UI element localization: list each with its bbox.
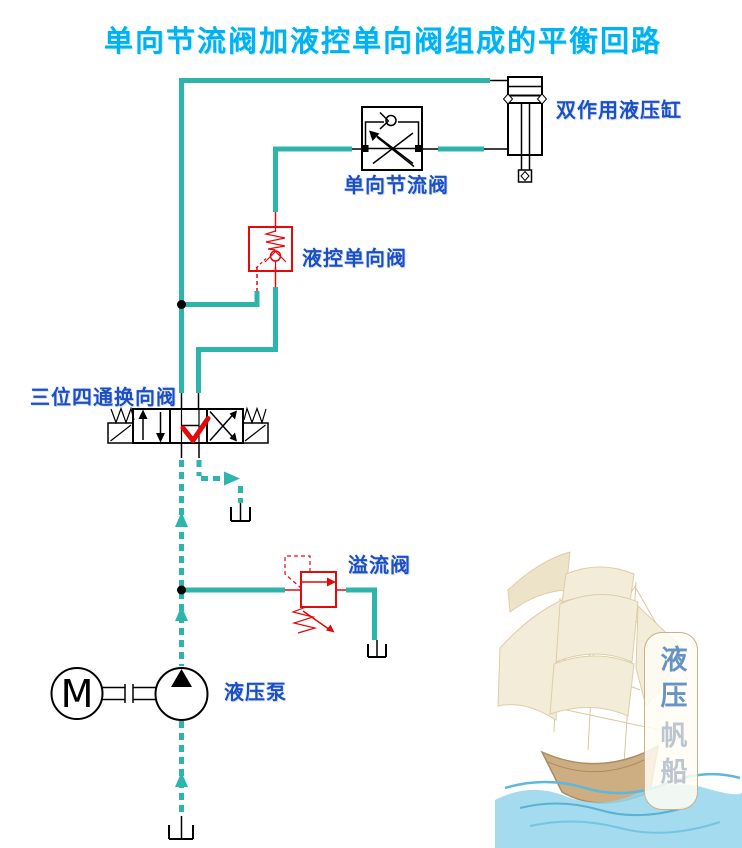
solenoid-box: [242, 422, 269, 444]
pipe-network-solid: [179, 78, 490, 640]
watermark-text-primary: 液压: [655, 645, 687, 717]
solenoid-box: [107, 422, 134, 444]
coupling-icon: [102, 684, 156, 703]
throttle-valve-symbol: [361, 106, 423, 171]
flow-arrow-icon: [327, 577, 336, 587]
pump-circle: [154, 667, 209, 721]
label-throttle-valve: 单向节流阀: [344, 173, 449, 197]
label-directional-valve: 三位四通换向阀: [30, 385, 177, 409]
ship-watermark: [495, 551, 742, 848]
check-ball-icon: [269, 250, 282, 262]
up-arrow-icon: [175, 606, 188, 621]
label-cylinder: 双作用液压缸: [556, 98, 682, 122]
checkmark-annotation: [180, 416, 211, 443]
flow-direction-arrows: [175, 471, 240, 787]
tank-symbols: [168, 503, 387, 840]
port-diamond-icon: [502, 93, 514, 105]
spring-icon: [110, 406, 135, 425]
check-ball-icon: [385, 114, 397, 127]
motor-letter: M: [61, 672, 94, 716]
pipe-stubs-black: [180, 79, 508, 458]
spring-icon: [243, 406, 267, 425]
up-arrow-icon: [175, 772, 188, 787]
tank-symbol: [230, 503, 251, 522]
label-pump: 液压泵: [224, 680, 287, 704]
ship-hull-stripe: [547, 755, 653, 773]
spring-icon: [263, 230, 286, 251]
throttle-arrow-icon: [369, 130, 380, 141]
pilot-line: [284, 555, 311, 589]
pump-triangle-icon: [171, 669, 192, 687]
pilot-check-valve-symbol: [248, 212, 293, 291]
port-diamond-icon: [536, 93, 548, 105]
watermark-text-secondary: 帆船: [655, 721, 687, 793]
spring-icon: [291, 606, 318, 634]
right-arrow-icon: [224, 471, 240, 486]
tank-symbol: [367, 640, 387, 658]
directional-valve-symbol: [107, 406, 269, 444]
pump-motor-assembly: M: [50, 667, 209, 721]
diagram-title: 单向节流阀加液控单向阀组成的平衡回路: [104, 24, 663, 58]
rod-end-diamond-icon: [520, 170, 530, 182]
tank-symbol: [168, 816, 194, 840]
pipe-network-dashed: [179, 460, 243, 816]
label-relief-valve: 溢流阀: [348, 553, 411, 577]
motor-circle: [50, 667, 104, 720]
label-pilot-check-valve: 液控单向阀: [302, 246, 407, 270]
junction-dots: [177, 300, 186, 595]
cylinder-symbol: [502, 76, 548, 183]
watermark-banner: 液压 帆船: [644, 632, 698, 810]
up-arrow-icon: [175, 512, 188, 527]
relief-valve-symbol: [284, 555, 346, 634]
